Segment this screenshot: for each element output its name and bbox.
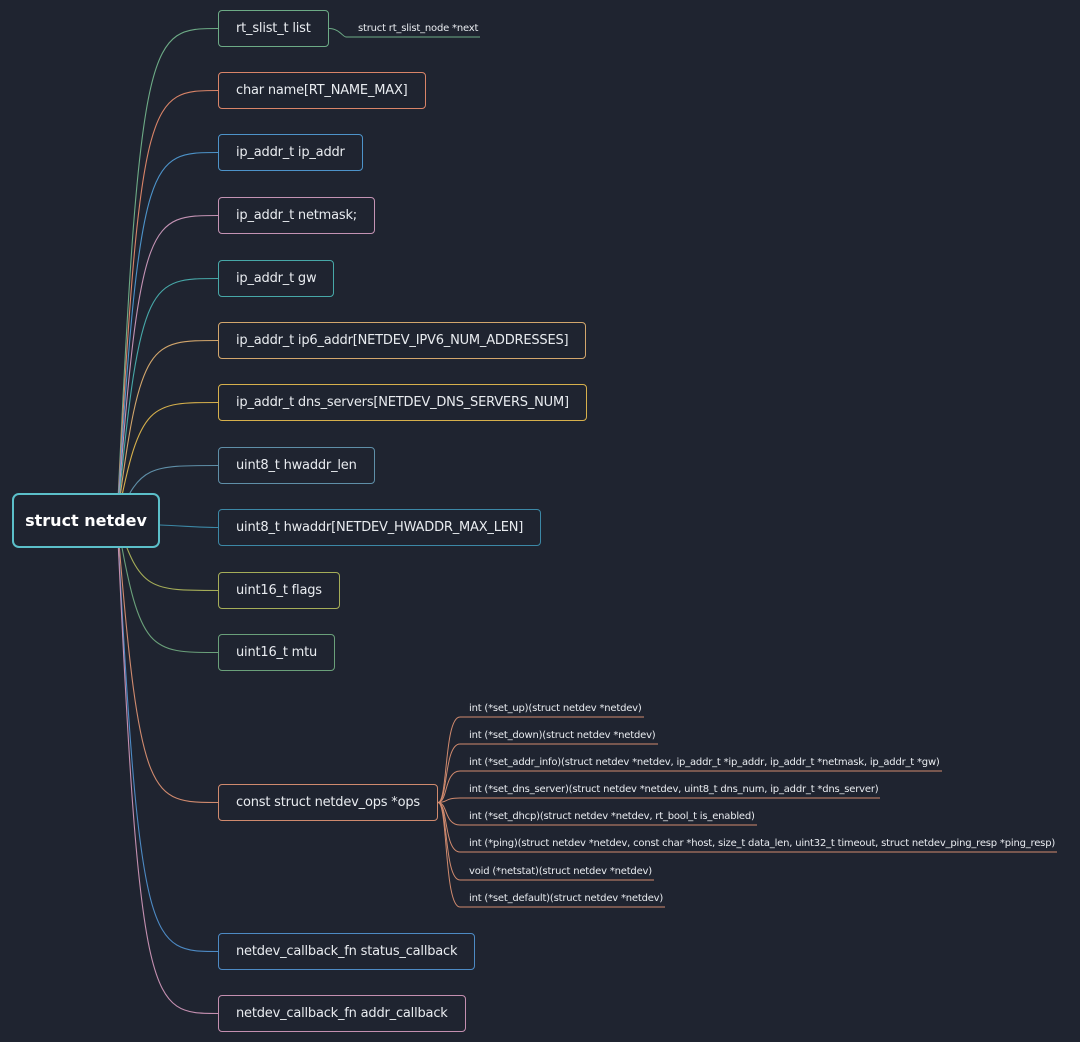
connector-line <box>117 401 219 516</box>
field-node-dns-servers[interactable]: ip_addr_t dns_servers[NETDEV_DNS_SERVERS… <box>218 384 587 421</box>
connector-line <box>117 339 219 513</box>
field-node-ip-addr[interactable]: ip_addr_t ip_addr <box>218 134 363 171</box>
ops-ping[interactable]: int (*ping)(struct netdev *netdev, const… <box>469 838 1056 849</box>
field-node-flags[interactable]: uint16_t flags <box>218 572 340 609</box>
connector-line <box>117 531 219 804</box>
ops-set-down[interactable]: int (*set_down)(struct netdev *netdev) <box>469 730 656 741</box>
field-node-mtu[interactable]: uint16_t mtu <box>218 634 336 671</box>
connector-line <box>117 27 219 501</box>
ops-set-addr-info[interactable]: int (*set_addr_info)(struct netdev *netd… <box>469 757 940 768</box>
field-node-addr-callback[interactable]: netdev_callback_fn addr_callback <box>218 995 466 1032</box>
ops-set-dhcp[interactable]: int (*set_dhcp)(struct netdev *netdev, r… <box>469 811 755 822</box>
root-node-struct-netdev[interactable]: struct netdev <box>12 493 160 548</box>
ops-set-default[interactable]: int (*set_default)(struct netdev *netdev… <box>469 893 664 904</box>
field-node-name[interactable]: char name[RT_NAME_MAX] <box>218 72 426 109</box>
connector-line <box>117 537 219 953</box>
subfield-list-next[interactable]: struct rt_slist_node *next <box>358 23 479 34</box>
field-node-gw[interactable]: ip_addr_t gw <box>218 260 335 297</box>
connector-line <box>117 89 219 503</box>
connector-line <box>117 525 219 654</box>
connector-line <box>437 797 880 803</box>
connector-line <box>159 524 219 529</box>
ops-set-dns-server[interactable]: int (*set_dns_server)(struct netdev *net… <box>469 784 879 795</box>
field-node-hwaddr[interactable]: uint8_t hwaddr[NETDEV_HWADDR_MAX_LEN] <box>218 509 542 546</box>
field-node-netmask[interactable]: ip_addr_t netmask; <box>218 197 375 234</box>
ops-set-up[interactable]: int (*set_up)(struct netdev *netdev) <box>469 703 642 714</box>
field-node-list[interactable]: rt_slist_t list <box>218 10 329 47</box>
field-node-status-callback[interactable]: netdev_callback_fn status_callback <box>218 933 476 970</box>
connector-line <box>117 539 219 1015</box>
connector-line <box>437 770 942 803</box>
field-node-ip6-addr[interactable]: ip_addr_t ip6_addr[NETDEV_IPV6_NUM_ADDRE… <box>218 322 587 359</box>
connector-line <box>328 28 480 38</box>
ops-netstat[interactable]: void (*netstat)(struct netdev *netdev) <box>469 866 652 877</box>
connector-line <box>437 802 665 908</box>
field-node-hwaddr-len[interactable]: uint8_t hwaddr_len <box>218 447 375 484</box>
connector-line <box>117 151 219 506</box>
connector-line <box>437 716 644 803</box>
connector-line <box>117 214 219 508</box>
field-node-ops[interactable]: const struct netdev_ops *ops <box>218 784 438 821</box>
connector-line <box>437 743 658 803</box>
connector-line <box>117 277 219 511</box>
